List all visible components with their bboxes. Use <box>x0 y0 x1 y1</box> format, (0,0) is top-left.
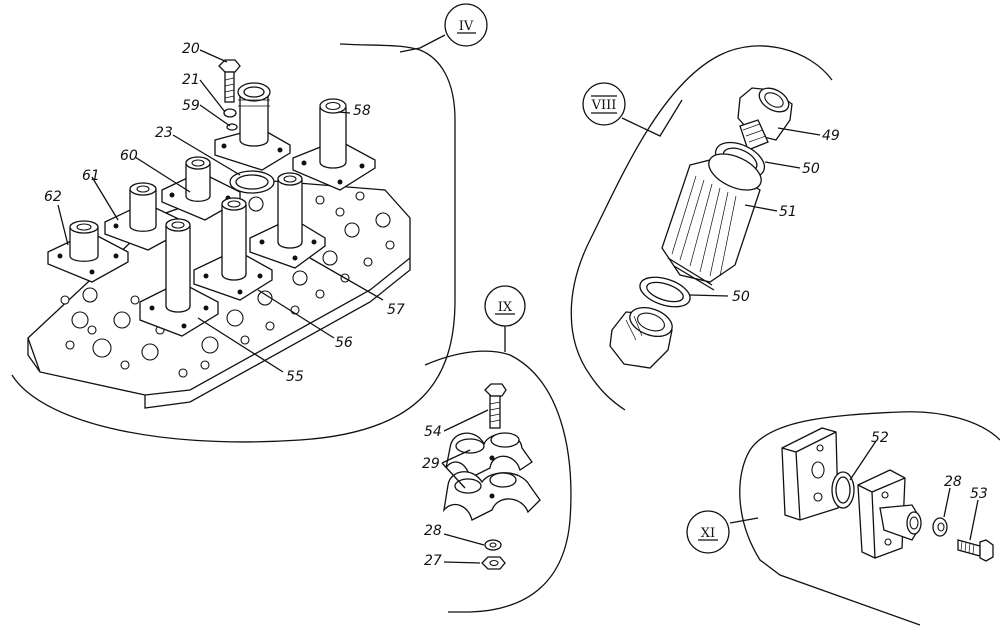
callout-53: 53 <box>970 486 988 502</box>
view-viii: VIII <box>570 45 840 411</box>
view-iv: IV <box>11 3 488 443</box>
filter-body-51 <box>661 153 762 291</box>
callout-57: 57 <box>387 302 405 318</box>
callout-20: 20 <box>182 41 200 57</box>
union-fitting-49 <box>737 87 793 151</box>
callout-59: 59 <box>182 98 200 114</box>
washer-28-ix <box>484 539 502 551</box>
callout-21: 21 <box>182 72 200 88</box>
callout-51: 51 <box>779 204 797 220</box>
sleeve-55 <box>139 218 219 337</box>
block-flange <box>781 427 839 521</box>
view-label-iv: IV <box>459 19 474 34</box>
callout-27: 27 <box>424 553 442 569</box>
gasket-52 <box>831 471 855 509</box>
callout-61: 61 <box>82 168 100 184</box>
bolt-53 <box>957 539 994 562</box>
view-label-xi: XI <box>701 526 715 541</box>
callout-50-lower: 50 <box>732 289 750 305</box>
view-label-viii: VIII <box>591 98 617 113</box>
view-ix: IX <box>422 285 572 613</box>
callout-49: 49 <box>822 128 840 144</box>
callout-29: 29 <box>422 456 440 472</box>
clamp-29-lower <box>442 471 541 521</box>
callout-54: 54 <box>424 424 442 440</box>
callout-55: 55 <box>286 369 304 385</box>
view-marker-ix: IX <box>484 285 526 327</box>
bolt-54 <box>484 383 507 429</box>
sleeve-57 <box>249 172 326 269</box>
spring-washer-21 <box>223 108 237 118</box>
washer-28-xi <box>932 517 948 537</box>
sleeve-61 <box>104 182 186 251</box>
view-label-ix: IX <box>498 300 513 315</box>
view-marker-iv: IV <box>444 3 488 47</box>
callout-62: 62 <box>44 189 62 205</box>
union-fitting-lower <box>609 307 673 369</box>
sleeve-60 <box>161 156 241 221</box>
callout-52: 52 <box>871 430 889 446</box>
sleeve-58 <box>292 98 376 191</box>
callout-28-ix: 28 <box>424 523 442 539</box>
view-xi: XI <box>686 411 1000 626</box>
view-marker-xi: XI <box>686 510 730 554</box>
view-marker-viii: VIII <box>582 82 626 126</box>
nut-27 <box>481 556 506 570</box>
callout-56: 56 <box>335 335 353 351</box>
callout-60: 60 <box>120 148 138 164</box>
callout-23: 23 <box>155 125 173 141</box>
bolt-20 <box>218 59 241 103</box>
gasket-50-lower <box>639 276 691 308</box>
o-ring-23 <box>229 170 275 194</box>
sleeve-56 <box>193 197 273 301</box>
callout-58: 58 <box>353 103 371 119</box>
callout-50-upper: 50 <box>802 161 820 177</box>
nipple-flange <box>857 469 922 559</box>
clamp-29-upper <box>445 432 533 479</box>
plate-holes <box>60 191 395 378</box>
threaded-fitting <box>214 82 291 171</box>
callout-28-xi: 28 <box>944 474 962 490</box>
